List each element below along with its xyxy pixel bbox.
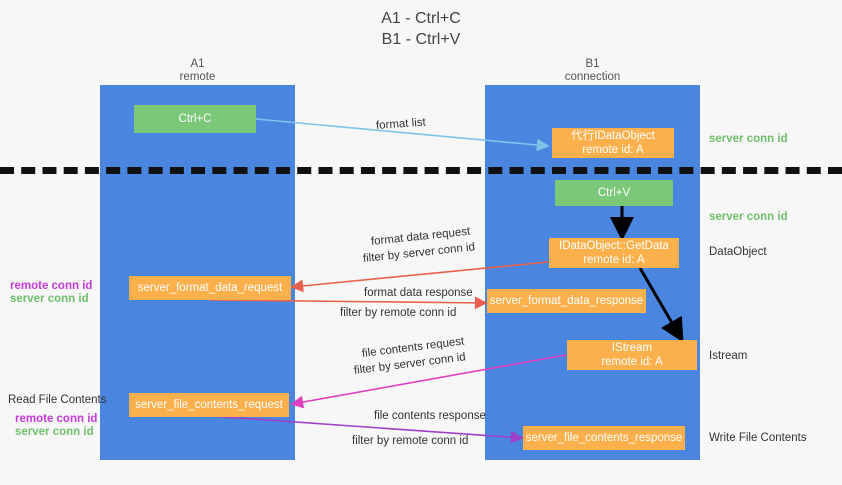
title-line-2: B1 - Ctrl+V: [381, 31, 461, 48]
title-line-1: A1 - Ctrl+C: [381, 10, 461, 27]
boundary-dashed-line: [0, 167, 842, 174]
box-server-file-contents-response-label: server_file_contents_response: [525, 432, 683, 444]
edge-label-format-data-response: format data response: [364, 287, 473, 299]
edge-label-format-data-response-filter: filter by remote conn id: [340, 306, 456, 320]
box-proxy-idataobject-line1: 代行IDataObject: [571, 130, 655, 142]
arrow-getdata-to-istream: [638, 267, 684, 343]
label-server-conn-id-left-1: server conn id: [10, 293, 89, 305]
column-header-b1: B1 connection: [485, 58, 700, 84]
label-server-conn-id-top: server conn id: [709, 133, 788, 145]
box-idataobject-getdata-line2: remote id: A: [583, 254, 645, 266]
box-server-file-contents-request[interactable]: server_file_contents_request: [129, 393, 289, 417]
column-a1-name: A1: [190, 58, 205, 70]
filter-prefix: filter by: [340, 307, 381, 319]
label-dataobject: DataObject: [709, 246, 767, 258]
edge-label-file-contents-response: file contents response: [374, 410, 486, 422]
box-istream[interactable]: IStream remote id: A: [567, 340, 697, 370]
box-ctrl-c-label: Ctrl+C: [178, 113, 212, 125]
arrow-format-data-request: [290, 261, 549, 293]
box-idataobject-getdata[interactable]: IDataObject::GetData remote id: A: [549, 238, 679, 268]
filter-value-remote-conn-id: remote conn id: [380, 307, 457, 319]
box-server-format-data-request[interactable]: server_format_data_request: [129, 276, 291, 300]
label-remote-conn-id-left-2: remote conn id: [15, 413, 98, 425]
arrow-format-list: [255, 118, 550, 152]
filter-prefix: filter by: [352, 435, 393, 447]
box-proxy-idataobject[interactable]: 代行IDataObject remote id: A: [552, 128, 674, 158]
box-ctrl-v[interactable]: Ctrl+V: [555, 180, 673, 206]
column-a1-sub: remote: [179, 71, 216, 83]
box-server-format-data-response[interactable]: server_format_data_response: [487, 289, 646, 313]
box-server-format-data-response-label: server_format_data_response: [489, 295, 644, 307]
arrow-file-contents-response: [209, 415, 524, 444]
label-istream: Istream: [709, 350, 748, 362]
label-server-conn-id-left-2: server conn id: [15, 426, 94, 438]
arrow-format-data-response: [209, 296, 488, 310]
box-istream-line1: IStream: [611, 342, 653, 354]
box-proxy-idataobject-line2: remote id: A: [582, 144, 644, 156]
box-server-format-data-request-label: server_format_data_request: [137, 282, 283, 294]
box-ctrl-c[interactable]: Ctrl+C: [134, 105, 256, 133]
label-remote-conn-id-left-1: remote conn id: [10, 280, 93, 292]
box-server-file-contents-request-label: server_file_contents_request: [135, 399, 283, 411]
label-read-file-contents: Read File Contents: [8, 394, 107, 406]
edge-label-file-contents-response-filter: filter by remote conn id: [352, 434, 468, 448]
filter-value-remote-conn-id: remote conn id: [392, 435, 469, 447]
box-idataobject-getdata-line1: IDataObject::GetData: [559, 240, 669, 252]
column-b1-name: B1: [585, 58, 600, 70]
label-write-file-contents: Write File Contents: [709, 432, 807, 444]
box-istream-line2: remote id: A: [601, 356, 663, 368]
arrow-file-contents-request: [290, 354, 567, 409]
column-header-a1: A1 remote: [100, 58, 295, 84]
label-server-conn-id-second: server conn id: [709, 211, 788, 223]
box-ctrl-v-label: Ctrl+V: [597, 187, 631, 199]
box-server-file-contents-response[interactable]: server_file_contents_response: [523, 426, 685, 450]
column-b1-sub: connection: [564, 71, 621, 83]
diagram-title: A1 - Ctrl+C B1 - Ctrl+V: [0, 8, 842, 50]
